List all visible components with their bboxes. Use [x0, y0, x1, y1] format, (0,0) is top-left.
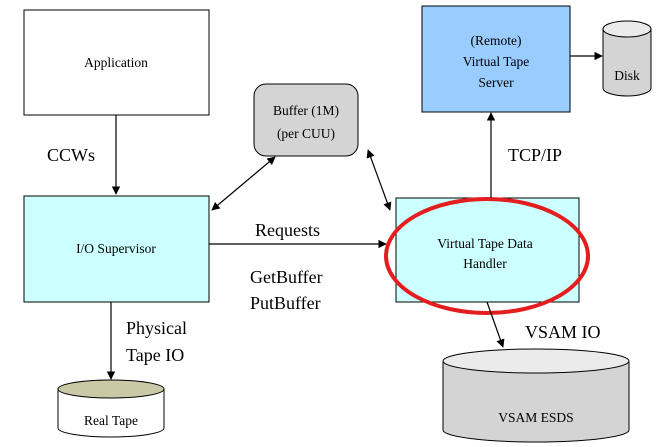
real-tape-node: Real Tape — [57, 379, 165, 438]
tape-io-label: Tape IO — [126, 345, 184, 365]
buffer-label-1: Buffer (1M) — [273, 103, 339, 118]
tcp-ip-label: TCP/IP — [508, 145, 562, 165]
remote-server-label-2: Virtual Tape — [463, 54, 530, 69]
requests-label: Requests — [255, 220, 320, 240]
put-buffer-label: PutBuffer — [250, 293, 321, 313]
application-node: Application — [23, 9, 210, 116]
highlight-ellipse — [384, 197, 590, 315]
edge-supervisor-buffer — [211, 156, 276, 211]
remote-server-label-3: Server — [478, 75, 514, 90]
remote-server-label-1: (Remote) — [471, 33, 522, 48]
edge-handler-to-vsam — [486, 301, 505, 348]
io-supervisor-label: I/O Supervisor — [76, 241, 156, 256]
vt-data-handler-node: Virtual Tape Data Handler — [395, 197, 580, 303]
remote-server-node: (Remote) Virtual Tape Server — [421, 5, 571, 113]
vsam-esds-label: VSAM ESDS — [498, 410, 573, 425]
physical-label: Physical — [126, 318, 187, 338]
io-supervisor-node: I/O Supervisor — [23, 195, 210, 303]
ccws-label: CCWs — [47, 145, 95, 165]
get-buffer-label: GetBuffer — [250, 267, 323, 287]
vt-data-handler-label-2: Handler — [463, 256, 507, 271]
vt-data-handler-label-1: Virtual Tape Data — [437, 236, 532, 251]
buffer-label-2: (per CUU) — [277, 126, 335, 141]
disk-node: Disk — [602, 20, 652, 97]
vsam-esds-node: VSAM ESDS — [442, 348, 630, 443]
application-label: Application — [84, 55, 148, 70]
edge-buffer-handler — [366, 149, 392, 211]
buffer-node: Buffer (1M) (per CUU) — [253, 83, 359, 157]
real-tape-label: Real Tape — [84, 413, 138, 428]
disk-label: Disk — [614, 68, 640, 83]
vsam-io-label: VSAM IO — [525, 322, 601, 342]
